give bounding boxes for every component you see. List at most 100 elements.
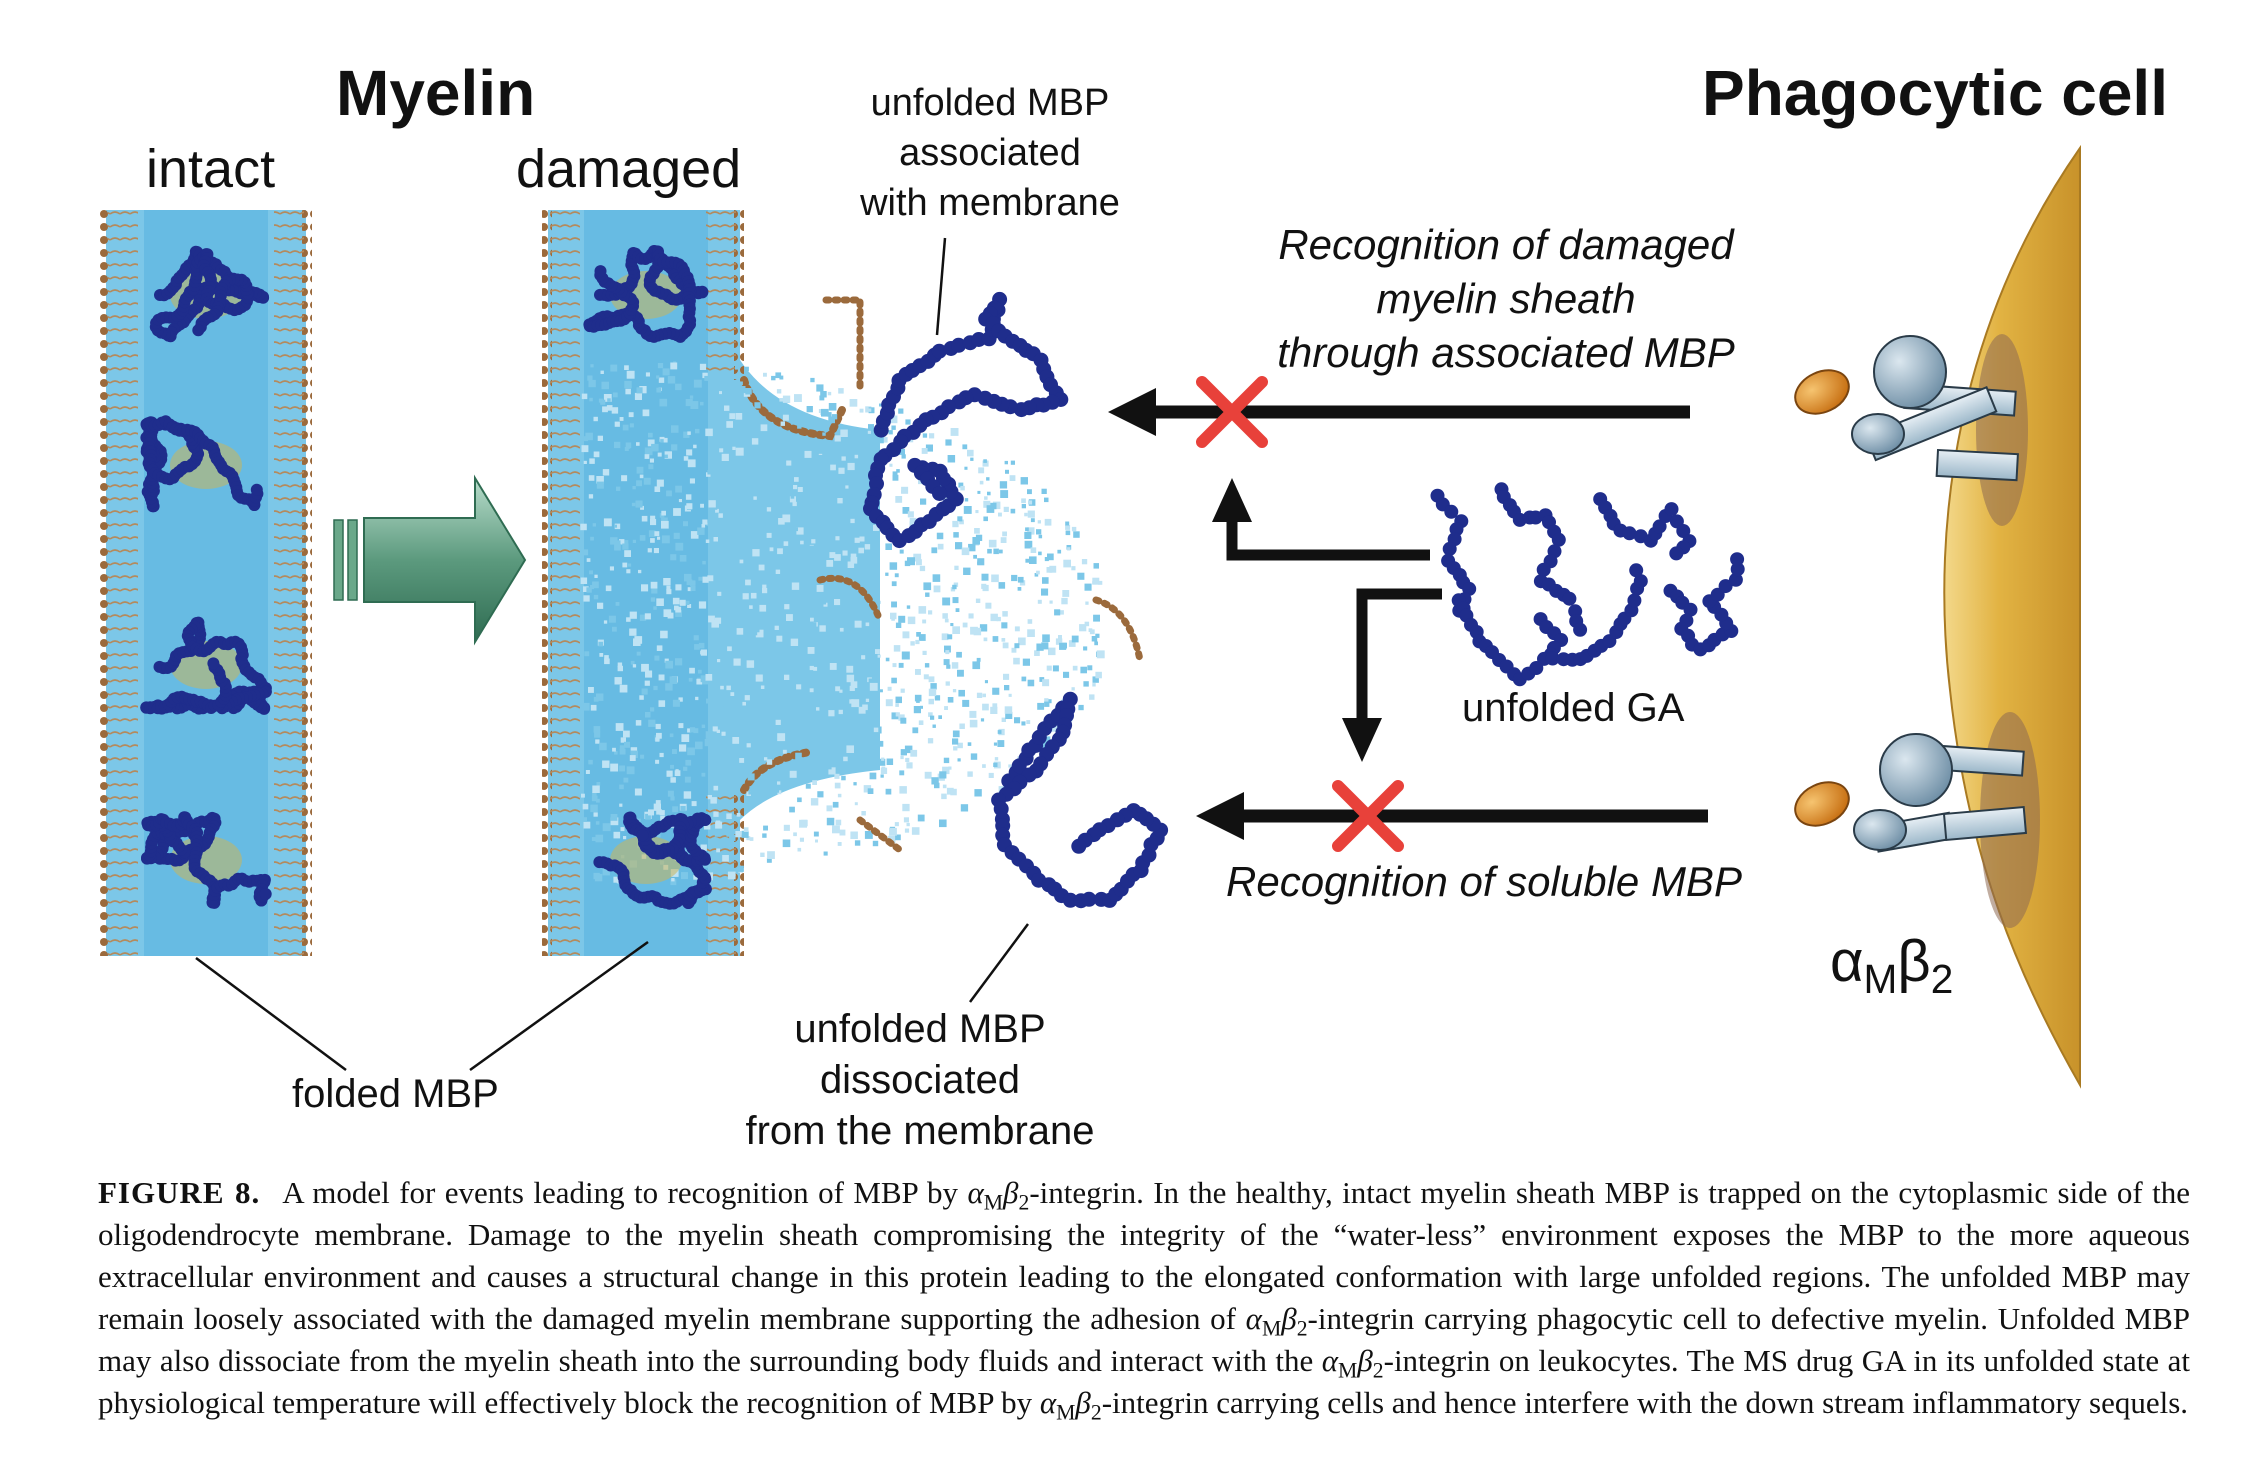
water-particle (859, 408, 864, 413)
water-particle (1044, 698, 1049, 703)
water-particle (886, 758, 894, 765)
water-particle (1019, 580, 1026, 586)
water-particle (617, 662, 623, 667)
water-particle (948, 766, 952, 770)
water-particle (771, 375, 776, 381)
water-particle (786, 614, 793, 621)
ga-block-lower-head (1342, 718, 1382, 762)
water-particle (915, 559, 922, 566)
water-particle (717, 591, 722, 596)
water-particle (686, 579, 693, 586)
water-particle (749, 627, 753, 631)
water-particle (700, 844, 707, 851)
water-particle (1058, 635, 1062, 639)
water-particle (728, 436, 737, 445)
water-particle (920, 498, 927, 505)
water-particle (663, 578, 671, 586)
arrow-bar-2 (347, 519, 358, 601)
water-particle (741, 566, 746, 571)
protein-residue (1728, 572, 1743, 587)
water-particle (983, 459, 987, 463)
water-particle (777, 781, 781, 785)
water-particle (603, 394, 612, 402)
water-particle (613, 876, 620, 883)
water-particle (675, 658, 683, 666)
water-particle (885, 572, 889, 576)
water-particle (701, 772, 706, 777)
damaged-lipid-right-bottom (734, 790, 744, 956)
water-particle (927, 738, 934, 744)
water-particle (722, 855, 729, 862)
water-particle (953, 746, 958, 751)
water-particle (854, 620, 862, 628)
water-particle (937, 543, 944, 550)
water-particle (857, 485, 863, 490)
water-particle (777, 733, 786, 742)
water-particle (891, 677, 897, 684)
water-particle (592, 523, 596, 527)
water-particle (660, 815, 665, 821)
water-particle (919, 565, 926, 572)
water-particle (644, 680, 650, 686)
water-particle (959, 723, 965, 729)
arrow-bar-1 (333, 519, 344, 601)
water-particle (729, 413, 736, 419)
water-particle (602, 760, 610, 768)
water-particle (983, 637, 988, 642)
water-particle (1055, 638, 1063, 645)
water-particle (1037, 520, 1041, 524)
water-particle (727, 517, 734, 524)
water-particle (1018, 637, 1026, 646)
water-particle (882, 437, 888, 443)
water-particle (1013, 657, 1020, 665)
water-particle (760, 852, 765, 857)
water-particle (1094, 641, 1098, 646)
water-particle (912, 727, 919, 734)
water-particle (708, 615, 715, 623)
water-particle (629, 423, 634, 428)
water-particle (632, 539, 636, 543)
ab-m: M (1056, 1400, 1076, 1425)
water-particle (598, 641, 603, 647)
water-particle (739, 758, 745, 763)
protein-residue (1551, 532, 1566, 547)
water-particle (762, 833, 767, 838)
water-particle (735, 413, 743, 420)
water-particle (797, 688, 805, 696)
water-particle (775, 569, 781, 574)
water-particle (1092, 676, 1099, 683)
water-particle (669, 676, 678, 684)
water-particle (582, 803, 589, 810)
protein-residue (1562, 591, 1577, 606)
water-particle (704, 823, 711, 830)
water-particle (777, 548, 783, 555)
water-particle (695, 696, 699, 701)
water-particle (942, 613, 948, 619)
protein-residue (636, 829, 649, 842)
water-particle (1021, 504, 1026, 509)
water-particle (734, 590, 740, 596)
water-particle (784, 604, 790, 610)
water-particle (970, 457, 974, 461)
water-particle (1029, 529, 1035, 534)
water-particle (755, 674, 763, 682)
water-particle (930, 683, 937, 690)
water-particle (892, 663, 897, 668)
water-particle (670, 764, 674, 769)
water-particle (651, 443, 659, 452)
damaged-myelin (542, 210, 1169, 956)
water-particle (751, 438, 759, 445)
water-particle (881, 757, 885, 761)
water-particle (867, 408, 872, 412)
water-particle (985, 602, 992, 609)
water-particle (957, 669, 964, 677)
water-particle (596, 798, 600, 803)
water-particle (602, 823, 611, 832)
water-particle (1065, 530, 1071, 536)
water-particle (977, 490, 981, 494)
water-particle (879, 403, 882, 407)
water-particle (833, 507, 838, 511)
water-particle (982, 460, 989, 467)
water-particle (911, 827, 920, 835)
water-particle (633, 638, 641, 646)
